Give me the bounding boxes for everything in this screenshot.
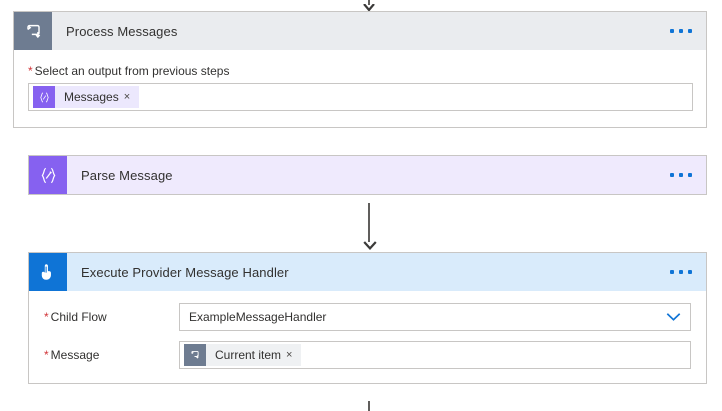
parse-json-braces-icon: [29, 156, 67, 194]
message-label-text: Message: [50, 348, 100, 362]
apply-to-each-header[interactable]: Process Messages: [14, 12, 706, 50]
execute-provider-message-handler-title: Execute Provider Message Handler: [81, 264, 289, 280]
select-output-label-text: Select an output from previous steps: [34, 64, 230, 78]
child-flow-label-text: Child Flow: [50, 310, 107, 324]
token-chip-current-item-label: Current item: [215, 348, 282, 362]
message-label: *Message: [29, 348, 179, 362]
required-asterisk: *: [44, 310, 49, 324]
token-chip-current-item[interactable]: Current item ×: [184, 344, 302, 366]
child-flow-control: ExampleMessageHandler: [179, 303, 706, 331]
parse-message-card[interactable]: Parse Message: [28, 155, 707, 195]
token-chip-messages-label: Messages: [64, 90, 119, 104]
arrow-head-icon: [363, 4, 375, 11]
select-output-input[interactable]: Messages ×: [28, 83, 693, 111]
connector-arrow-parse-to-child: [363, 203, 377, 250]
child-flow-selected-value: ExampleMessageHandler: [189, 310, 327, 324]
select-output-label: *Select an output from previous steps: [28, 64, 706, 78]
apply-to-each-menu-button[interactable]: [670, 29, 692, 33]
apply-to-each-card[interactable]: Process Messages *Select an output from …: [13, 11, 707, 128]
apply-to-each-title: Process Messages: [66, 23, 178, 39]
child-flow-row: *Child Flow ExampleMessageHandler: [29, 303, 706, 331]
current-item-loop-icon: [184, 344, 206, 366]
message-token-input[interactable]: Current item ×: [179, 341, 691, 369]
required-asterisk: *: [44, 348, 49, 362]
expression-braces-icon: [33, 86, 55, 108]
child-flow-label: *Child Flow: [29, 310, 179, 324]
message-control: Current item ×: [179, 341, 706, 369]
token-chip-messages[interactable]: Messages ×: [33, 86, 140, 108]
connector-arrow-incoming: [363, 0, 375, 11]
connector-arrow-outgoing: [363, 401, 375, 411]
token-chip-messages-remove-icon[interactable]: ×: [123, 91, 131, 103]
execute-provider-message-handler-body: *Child Flow ExampleMessageHandler *Messa…: [29, 291, 706, 383]
arrow-head-icon: [363, 241, 377, 250]
apply-to-each-body: *Select an output from previous steps Me…: [14, 50, 706, 127]
required-asterisk: *: [28, 64, 33, 78]
parse-message-title: Parse Message: [81, 167, 173, 183]
message-row: *Message Current item ×: [29, 341, 706, 369]
execute-provider-message-handler-header[interactable]: Execute Provider Message Handler: [29, 253, 706, 291]
chevron-down-icon[interactable]: [666, 313, 681, 322]
execute-provider-message-handler-menu-button[interactable]: [670, 270, 692, 274]
parse-message-menu-button[interactable]: [670, 173, 692, 177]
run-child-flow-hand-icon: [29, 253, 67, 291]
parse-message-header[interactable]: Parse Message: [29, 156, 706, 194]
apply-to-each-loop-icon: [14, 12, 52, 50]
token-chip-current-item-remove-icon[interactable]: ×: [286, 349, 293, 361]
child-flow-dropdown[interactable]: ExampleMessageHandler: [179, 303, 691, 331]
execute-provider-message-handler-card[interactable]: Execute Provider Message Handler *Child …: [28, 252, 707, 384]
